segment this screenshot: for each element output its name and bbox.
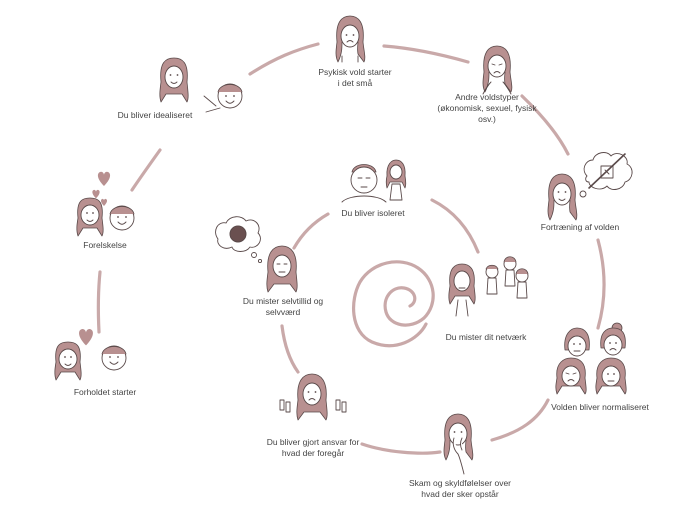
label-line: osv.): [478, 114, 496, 124]
label-line: Skam og skyldfølelser over: [408, 478, 512, 488]
arrow-forholdet-to-forelskelse: [96, 270, 102, 334]
label-line: Andre voldstyper: [455, 92, 519, 102]
scribble-thought-icon: [215, 216, 263, 264]
label-selvtillid: Du mister selvtillid og selvværd: [218, 296, 348, 318]
couple-idealized-icon: [159, 57, 243, 113]
label-line: hvad der foregår: [281, 448, 345, 458]
heart-icon: [79, 329, 93, 346]
hearts-icon: [92, 171, 111, 206]
label-line: Du mister selvtillid og: [242, 296, 324, 306]
label-line: hvad der sker opstår: [421, 489, 499, 499]
spiral-arrows: [96, 42, 606, 455]
woman-and-group-icon: [448, 256, 529, 317]
arrow-fortraening-to-normaliseret: [596, 238, 606, 330]
label-line: Volden bliver normaliseret: [551, 402, 649, 412]
arrow-idealiseret-to-psykisk: [248, 42, 320, 76]
label-line: Forholdet starter: [73, 387, 137, 397]
label-skam: Skam og skyldfølelser over hvad der sker…: [395, 478, 525, 500]
arrow-forelskelse-to-idealiseret: [130, 148, 162, 192]
arrow-andre-to-fortraening: [520, 94, 570, 156]
arrow-psykisk-to-andre: [382, 44, 470, 64]
label-forholdet: Forholdet starter: [50, 387, 160, 398]
arrow-ansvar-to-selvtillid: [280, 324, 300, 374]
arrow-skam-to-ansvar: [360, 442, 442, 455]
label-line: Du bliver isoleret: [341, 208, 405, 218]
inner-spiral: [352, 260, 435, 348]
couple-in-love-icon: [76, 197, 135, 237]
label-ansvar: Du bliver gjort ansvar for hvad der fore…: [248, 437, 378, 459]
label-line: Du bliver idealiseret: [117, 110, 193, 120]
label-line: selvværd: [265, 307, 301, 317]
arrow-isoleret-to-netvaerk: [430, 198, 480, 254]
four-faces-icon: [555, 322, 627, 395]
woman-sad-icon: [335, 15, 366, 63]
label-isoleret: Du bliver isoleret: [318, 208, 428, 219]
label-line: i det små: [337, 78, 373, 88]
figures: [54, 7, 633, 475]
label-line: Psykisk vold starter: [318, 67, 392, 77]
label-normaliseret: Volden bliver normaliseret: [535, 402, 665, 413]
woman-hand-over-mouth-icon: [443, 413, 474, 475]
pointing-hand-icon: [374, 7, 408, 36]
label-forelskelse: Forelskelse: [60, 240, 150, 251]
label-line: Forelskelse: [83, 240, 127, 250]
arrow-normaliseret-to-skam: [490, 398, 550, 442]
label-andre: Andre voldstyper (økonomisk, sexuel, fys…: [412, 92, 562, 125]
label-line: Du bliver gjort ansvar for: [266, 437, 360, 447]
crossed-thought-bubble-icon: [579, 152, 633, 198]
man-and-woman-icon: [341, 159, 407, 203]
woman-with-bottles-icon: [279, 373, 347, 421]
woman-smiling-icon: [547, 173, 578, 221]
couple-starting-icon: [54, 341, 127, 381]
label-fortraening: Fortræning af volden: [515, 222, 645, 233]
label-line: Du mister dit netværk: [445, 332, 527, 342]
woman-sad-2-icon: [266, 245, 298, 293]
label-line: (økonomisk, sexuel, fysisk: [437, 103, 537, 113]
label-psykisk: Psykisk vold starter i det små: [300, 67, 410, 89]
label-line: Fortræning af volden: [540, 222, 620, 232]
woman-crying-icon: [482, 45, 513, 95]
label-idealiseret: Du bliver idealiseret: [95, 110, 215, 121]
arrow-selvtillid-to-isoleret: [292, 212, 330, 250]
label-netvaerk: Du mister dit netværk: [426, 332, 546, 343]
